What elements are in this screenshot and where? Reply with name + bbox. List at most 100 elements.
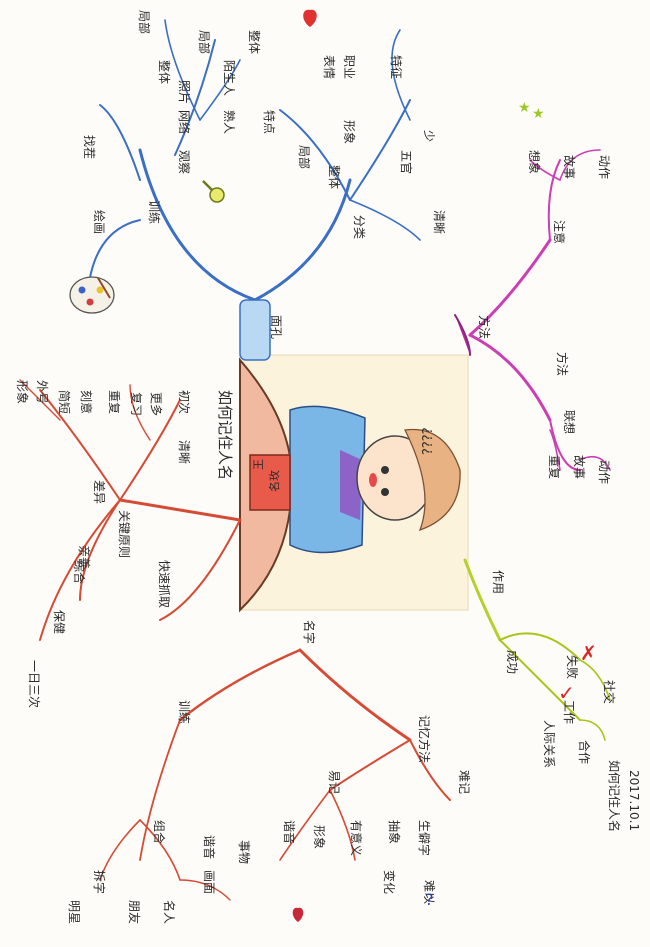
star-icon: ★ ★ bbox=[518, 100, 545, 122]
method-story2: 故事 bbox=[572, 455, 587, 479]
names-difficult: 难以 bbox=[422, 880, 436, 904]
key-short: 简短 bbox=[57, 390, 71, 414]
question-icon: ? bbox=[425, 890, 434, 909]
palette-icon bbox=[69, 276, 115, 314]
names-rare: 生僻字 bbox=[417, 820, 432, 856]
eye-right bbox=[381, 488, 389, 496]
name-card bbox=[249, 454, 291, 511]
center-illustration: 王 名玫 ???? 如何记住人名 bbox=[216, 354, 469, 613]
names-train: 训练 bbox=[177, 700, 192, 724]
map-title: 如何记住人名 bbox=[216, 390, 234, 480]
observe-train: 训练 bbox=[147, 200, 162, 224]
key-image: 形象 bbox=[15, 380, 29, 404]
observe-whole: 整体 bbox=[157, 60, 172, 84]
observe-features: 特点 bbox=[262, 110, 277, 134]
branch-key bbox=[19, 379, 242, 641]
key-diff: 差异 bbox=[92, 480, 106, 504]
key-nickname: 外号 bbox=[35, 380, 49, 404]
observe-whole2: 整体 bbox=[247, 30, 262, 54]
heart-icon bbox=[303, 9, 317, 27]
observe-part2: 局部 bbox=[197, 30, 212, 54]
names-meaning: 有意义 bbox=[349, 820, 364, 856]
person-hair bbox=[404, 428, 461, 532]
names-thing: 事物 bbox=[237, 840, 251, 864]
purpose-teamwork: 合作 bbox=[577, 740, 592, 764]
svg-text:★: ★ bbox=[532, 106, 545, 122]
names-celebrity: 明星 bbox=[67, 900, 81, 924]
branch-names bbox=[99, 648, 451, 901]
svg-text:✗: ✗ bbox=[580, 641, 597, 665]
face-connector bbox=[239, 299, 271, 361]
observe-small: 少 bbox=[422, 130, 436, 142]
method-attention: 注意 bbox=[552, 220, 567, 244]
x-mark-icon: ✗ bbox=[580, 641, 597, 665]
person-tie bbox=[340, 450, 362, 520]
names-friend: 朋友 bbox=[127, 900, 141, 924]
method-root: 方法 bbox=[555, 352, 570, 376]
observe-five-features: 五官 bbox=[399, 150, 414, 174]
names-abstract: 抽象 bbox=[387, 820, 401, 844]
method-repeat: 重复 bbox=[547, 455, 561, 479]
purpose-success: 成功 bbox=[505, 650, 519, 674]
names-root: 名字 bbox=[302, 620, 317, 644]
names-remember: 易记 bbox=[327, 770, 341, 794]
signature-date: 2017.10.1 bbox=[627, 770, 641, 831]
key-root: 关键原则 bbox=[117, 510, 131, 558]
observe-part: 局部 bbox=[137, 10, 152, 34]
observe-expression: 表情 bbox=[322, 55, 336, 79]
branch-method bbox=[454, 149, 611, 471]
thought-marks: ???? bbox=[421, 427, 436, 455]
observe-focus: 找茬 bbox=[82, 135, 96, 159]
key-clear: 清晰 bbox=[177, 440, 191, 464]
branch-observe bbox=[87, 19, 421, 361]
purpose-work: 工作 bbox=[562, 700, 576, 724]
method-action2: 动作 bbox=[597, 460, 611, 484]
observe-shape: 形象 bbox=[342, 120, 356, 144]
svg-text:✓: ✓ bbox=[558, 681, 575, 705]
name-card-line1: 王 bbox=[252, 459, 265, 470]
check-mark-icon: ✓ bbox=[558, 681, 575, 705]
svg-text:?: ? bbox=[425, 890, 434, 909]
svg-text:★: ★ bbox=[518, 100, 531, 116]
key-comb: 综合 bbox=[72, 560, 87, 584]
key-health: 保健 bbox=[52, 610, 66, 634]
names-image: 形象 bbox=[312, 825, 326, 849]
names-combine: 组合 bbox=[152, 820, 167, 844]
purpose-fail: 失败 bbox=[565, 655, 580, 679]
key-review: 复习 bbox=[129, 392, 143, 416]
mouth bbox=[369, 473, 377, 487]
observe-career: 职业 bbox=[342, 55, 356, 79]
observe-root: 面孔 bbox=[269, 315, 283, 339]
observe-network: 网络 bbox=[177, 110, 192, 134]
observe-skill-friends: 熟人 bbox=[222, 110, 237, 134]
signature-name: 如何记住人名 bbox=[607, 760, 622, 832]
observe-clear: 清晰 bbox=[432, 210, 446, 234]
method-root-link: 方法 bbox=[477, 315, 492, 339]
key-reuse: 重复 bbox=[107, 390, 121, 414]
names-memory-method: 记忆方法 bbox=[417, 715, 432, 763]
name-card-line2: 名玫 bbox=[267, 470, 281, 492]
names-change: 变化 bbox=[382, 870, 397, 894]
purpose-social: 社交 bbox=[602, 680, 617, 704]
names-picture: 画面 bbox=[202, 870, 216, 894]
purpose-relation: 人际关系 bbox=[542, 720, 556, 768]
observe-photos: 照片 bbox=[177, 80, 191, 104]
names-sound: 谐音 bbox=[202, 835, 217, 859]
eye-left bbox=[381, 466, 389, 474]
observe-observe: 观察 bbox=[177, 150, 191, 174]
observe-drawing: 绘画 bbox=[92, 210, 107, 234]
method-connect: 联想 bbox=[562, 410, 577, 434]
observe-part-face: 局部 bbox=[297, 145, 312, 169]
key-prefix: 刻意 bbox=[79, 390, 94, 414]
method-imagine: 想象 bbox=[527, 150, 542, 174]
method-action: 动作 bbox=[597, 155, 611, 179]
observe-skill-people: 陌生人 bbox=[222, 60, 236, 96]
key-first: 初次 bbox=[177, 390, 191, 414]
key-sleep: 一日三次 bbox=[27, 660, 41, 708]
observe-overall: 整体 bbox=[327, 165, 342, 189]
key-kind: 亲善 bbox=[77, 545, 92, 569]
names-homophone: 谐音 bbox=[282, 820, 297, 844]
key-more: 更多 bbox=[149, 392, 163, 416]
